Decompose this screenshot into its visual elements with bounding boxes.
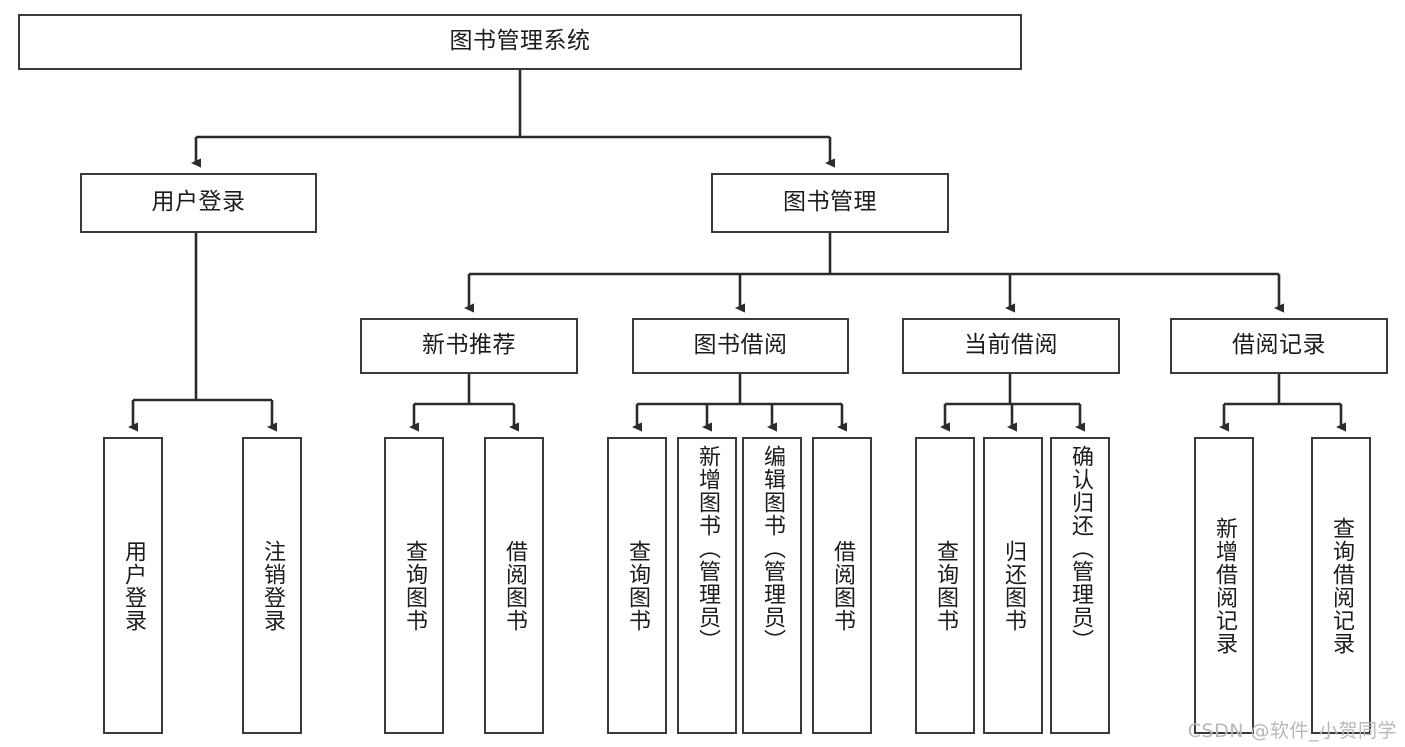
- node-label: 归还图书: [1000, 539, 1026, 632]
- node-leaf-query-book-current[interactable]: 查询图书: [915, 437, 975, 734]
- node-leaf-user-logout[interactable]: 注销登录: [242, 437, 302, 734]
- node-label: 编辑图书（管理员）: [759, 445, 785, 652]
- node-leaf-return-book[interactable]: 归还图书: [983, 437, 1043, 734]
- csdn-watermark: CSDN @软件_小贺同学: [1187, 720, 1397, 742]
- node-label: 借阅记录: [1232, 332, 1326, 359]
- node-label: 图书借阅: [693, 332, 788, 359]
- node-current-borrow[interactable]: 当前借阅: [902, 318, 1120, 374]
- node-borrow-record[interactable]: 借阅记录: [1170, 318, 1388, 374]
- node-leaf-add-borrow-record[interactable]: 新增借阅记录: [1194, 437, 1254, 734]
- node-label: 图书管理系统: [449, 28, 591, 55]
- node-leaf-query-book-recommend[interactable]: 查询图书: [384, 437, 444, 734]
- node-book-manage[interactable]: 图书管理: [711, 173, 949, 233]
- node-label: 当前借阅: [964, 332, 1058, 359]
- node-label: 新书推荐: [422, 332, 516, 359]
- node-label: 确认归还（管理员）: [1067, 445, 1093, 652]
- node-leaf-confirm-return[interactable]: 确认归还（管理员）: [1050, 437, 1110, 734]
- node-root-book-management-system[interactable]: 图书管理系统: [18, 14, 1022, 70]
- node-leaf-edit-book[interactable]: 编辑图书（管理员）: [742, 437, 802, 734]
- node-leaf-add-book[interactable]: 新增图书（管理员）: [677, 437, 737, 734]
- node-user-login[interactable]: 用户登录: [80, 173, 317, 233]
- node-label: 用户登录: [151, 189, 246, 216]
- node-leaf-query-book-borrow[interactable]: 查询图书: [607, 437, 667, 734]
- node-label: 借阅图书: [501, 539, 527, 632]
- node-leaf-query-borrow-record[interactable]: 查询借阅记录: [1311, 437, 1371, 734]
- node-label: 查询图书: [401, 539, 427, 632]
- node-label: 新增图书（管理员）: [694, 445, 720, 652]
- node-leaf-user-login[interactable]: 用户登录: [103, 437, 163, 734]
- node-label: 注销登录: [259, 539, 285, 632]
- node-book-borrow[interactable]: 图书借阅: [632, 318, 849, 374]
- node-label: 新增借阅记录: [1211, 516, 1237, 655]
- node-label: 用户登录: [120, 539, 146, 632]
- node-label: 查询借阅记录: [1328, 516, 1354, 655]
- node-leaf-borrow-book[interactable]: 借阅图书: [812, 437, 872, 734]
- node-label: 查询图书: [624, 539, 650, 632]
- node-label: 图书管理: [783, 189, 877, 216]
- node-leaf-borrow-book-recommend[interactable]: 借阅图书: [484, 437, 544, 734]
- node-label: 查询图书: [932, 539, 958, 632]
- node-new-book-recommend[interactable]: 新书推荐: [360, 318, 578, 374]
- node-label: 借阅图书: [829, 539, 855, 632]
